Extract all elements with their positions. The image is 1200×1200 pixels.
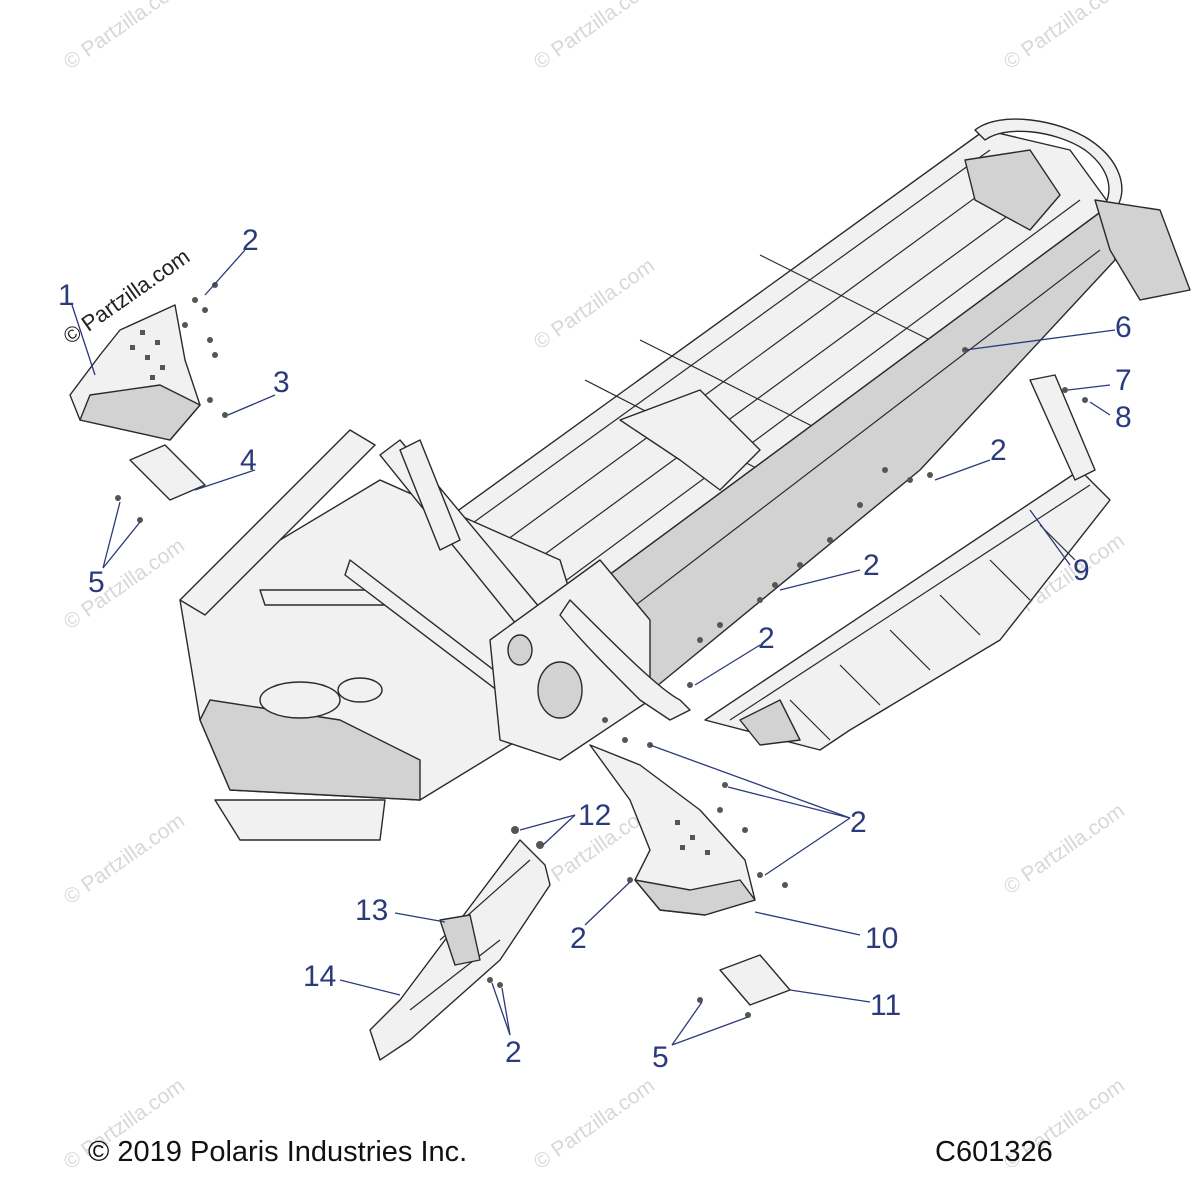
callout-10: 10 xyxy=(865,922,898,955)
rear-cover xyxy=(964,149,1061,231)
front-tube-left xyxy=(179,429,376,616)
callout-7: 7 xyxy=(1115,364,1132,397)
callout-8: 8 xyxy=(1115,401,1132,434)
part-14-side-panel xyxy=(369,839,551,1061)
part-13-bracket xyxy=(439,914,481,966)
running-board-bracket xyxy=(1029,374,1096,481)
callout-2: 2 xyxy=(758,622,775,655)
leader-lines xyxy=(71,249,1116,1046)
callout-3: 3 xyxy=(273,366,290,399)
callout-2: 2 xyxy=(242,224,259,257)
chassis-frame xyxy=(179,118,1191,841)
callout-2: 2 xyxy=(990,434,1007,467)
watermark-text: © Partzilla.com xyxy=(1000,0,1129,74)
callouts: 1 2 3 4 5 6 7 8 2 9 2 2 2 12 13 2 10 14 … xyxy=(58,224,1132,1074)
watermark-text: © Partzilla.com xyxy=(530,254,659,354)
diagram-code: C601326 xyxy=(935,1136,1053,1168)
callout-11: 11 xyxy=(870,989,901,1022)
callout-12: 12 xyxy=(578,799,611,832)
fasteners xyxy=(115,282,1088,1018)
callout-6: 6 xyxy=(1115,311,1132,344)
part-10-front-guard xyxy=(589,744,756,916)
part-1-front-guard xyxy=(69,304,201,441)
watermark-text: © Partzilla.com xyxy=(60,534,189,634)
callout-9: 9 xyxy=(1073,554,1090,587)
callout-2: 2 xyxy=(850,806,867,839)
watermark-text: © Partzilla.com xyxy=(530,0,659,74)
part-4-plate xyxy=(129,444,206,501)
callout-5: 5 xyxy=(88,566,105,599)
callout-2: 2 xyxy=(570,922,587,955)
callout-2: 2 xyxy=(505,1036,522,1069)
callout-2: 2 xyxy=(863,549,880,582)
callout-14: 14 xyxy=(303,960,336,993)
watermark-text: © Partzilla.com xyxy=(1000,799,1129,899)
callout-4: 4 xyxy=(240,444,257,477)
watermark-text: © Partzilla.com xyxy=(530,1074,659,1174)
watermark-text: © Partzilla.com xyxy=(60,0,189,74)
snow-flap xyxy=(1094,199,1191,301)
cross-brace xyxy=(619,389,761,491)
part-11-plate xyxy=(719,954,791,1006)
watermark-text: © Partzilla.com xyxy=(60,809,189,909)
copyright-notice: © 2019 Polaris Industries Inc. xyxy=(88,1136,468,1168)
callout-1: 1 xyxy=(58,279,75,312)
callout-13: 13 xyxy=(355,894,388,927)
callout-5: 5 xyxy=(652,1041,669,1074)
